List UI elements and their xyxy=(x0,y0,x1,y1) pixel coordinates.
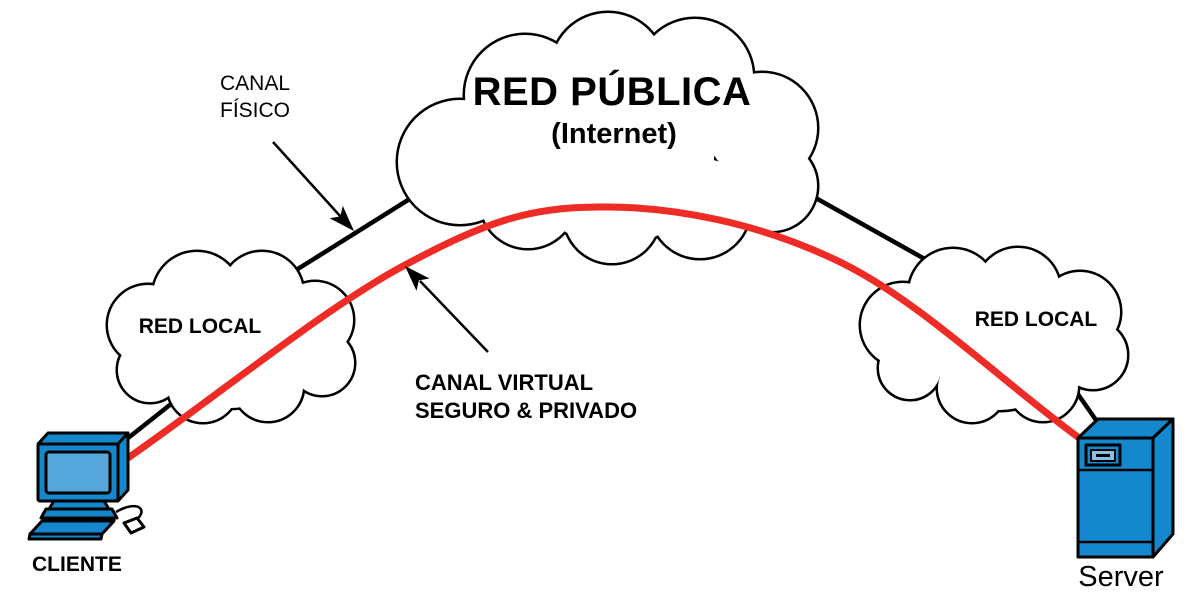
cloud-bump xyxy=(480,152,576,248)
cloud-bump xyxy=(290,331,354,395)
cloud-bump xyxy=(1008,351,1078,421)
server-label: Server xyxy=(1078,561,1164,593)
server-icon xyxy=(1076,417,1175,559)
local-cloud-right xyxy=(858,245,1130,425)
virtual-channel-line xyxy=(124,203,1086,462)
physical-channel-arrow-line xyxy=(272,141,342,218)
local-cloud-right-label: RED LOCAL xyxy=(975,308,1098,331)
cloud-bump xyxy=(118,338,182,402)
virtual-channel-arrowhead-icon xyxy=(405,266,430,291)
cloud-bump xyxy=(650,158,750,258)
monitor-screen xyxy=(44,450,112,495)
public-cloud xyxy=(395,10,820,266)
keyboard xyxy=(28,519,116,536)
public-cloud-subtitle: (Internet) xyxy=(551,118,677,150)
physical-channel-arrowhead-icon xyxy=(329,205,354,231)
cloud-bump xyxy=(564,167,660,263)
cloud-bump xyxy=(551,13,665,127)
client-computer-icon xyxy=(27,431,146,541)
keyboard-edge xyxy=(27,532,104,541)
virtual-channel-label-line1: CANAL VIRTUAL xyxy=(415,370,593,395)
cloud-bump xyxy=(938,354,1006,422)
physical-channel-label-line2: FÍSICO xyxy=(220,99,290,122)
monitor-base xyxy=(39,507,119,520)
cloud-bump xyxy=(233,351,303,421)
cloud-bump xyxy=(1059,321,1127,389)
client-label: CLIENTE xyxy=(32,553,122,576)
local-cloud-left xyxy=(105,249,357,425)
cloud-bump xyxy=(168,352,238,422)
local-cloud-left-label: RED LOCAL xyxy=(139,315,262,338)
virtual-channel-label-line2: SEGURO & PRIVADO xyxy=(415,398,637,423)
cloud-bump xyxy=(879,337,941,399)
cloud-bump xyxy=(909,249,997,337)
cloud-bump xyxy=(976,248,1060,332)
mouse xyxy=(122,516,146,535)
physical-channel-label-line1: CANAL xyxy=(220,72,290,95)
virtual-channel-arrow-line xyxy=(419,280,489,353)
public-cloud-title: RED PÚBLICA xyxy=(473,68,752,114)
server-side-face xyxy=(1151,417,1175,559)
virtual-channel-callout: CANAL VIRTUAL SEGURO & PRIVADO xyxy=(405,266,637,423)
physical-channel-callout: CANAL FÍSICO xyxy=(220,72,354,231)
cloud-bump xyxy=(153,252,241,340)
monitor-top-face xyxy=(36,431,130,446)
